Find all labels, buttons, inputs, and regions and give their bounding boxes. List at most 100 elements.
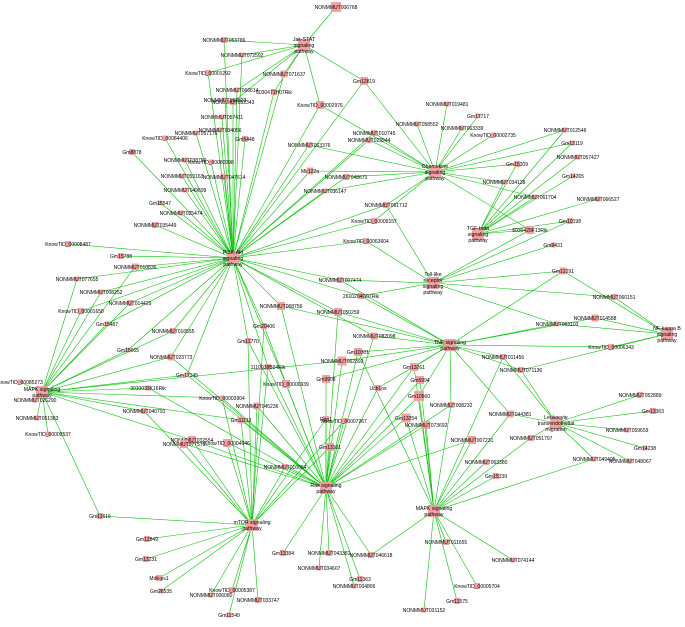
gene-node[interactable]: Gm17145 (176, 372, 198, 379)
gene-node[interactable]: NONMMUT014588 (574, 314, 617, 322)
gene-node[interactable]: KnowTID_00084406 (142, 135, 188, 142)
gene-node[interactable]: NONMMUT011456 (482, 354, 525, 361)
gene-node[interactable]: Gm11363 (349, 576, 371, 583)
gene-node[interactable]: NONMMUT066614 (216, 87, 259, 94)
gene-node[interactable]: KnowTID_00003904 (199, 395, 245, 402)
gene-node[interactable]: Gm12819 (353, 77, 375, 85)
gene-node[interactable]: NONMMUT071637 (263, 70, 306, 78)
gene-node[interactable]: NONMMUT006768 (315, 2, 358, 12)
gene-node[interactable]: KnowTID_00006343 (588, 344, 634, 351)
gene-node[interactable]: Mir122a (301, 167, 319, 175)
gene-node[interactable]: Gm13363 (642, 408, 664, 415)
gene-node[interactable]: 6030471H07Rik (256, 89, 292, 96)
gene-node[interactable]: NONMMUT063103 (536, 321, 579, 328)
gene-node[interactable]: NONMMUT045236 (236, 402, 279, 410)
gene-node[interactable]: NONMMUT007474 (319, 277, 362, 284)
gene-node[interactable]: Gm5448 (235, 136, 255, 143)
gene-node[interactable]: KnowTID_00002735 (470, 132, 516, 139)
gene-node[interactable]: NONMMUT048671 (325, 174, 368, 181)
gene-node[interactable]: Mdk-ps1 (149, 575, 169, 582)
gene-node[interactable]: Gm12849 (136, 536, 158, 543)
gene-node[interactable]: NONMMUT046618 (350, 552, 393, 559)
gene-node[interactable]: 6030429F13Rik (512, 226, 548, 234)
gene-node[interactable]: NONMMUT059659 (606, 427, 649, 434)
gene-node[interactable]: Gm10198 (559, 218, 581, 225)
gene-node[interactable]: Gm13231 (135, 556, 157, 563)
gene-node[interactable]: 2610204G07Rik (343, 293, 380, 300)
gene-node[interactable]: 1110038B04Rik (251, 364, 286, 371)
gene-node[interactable]: NONMMUT036147 (304, 188, 347, 195)
gene-node[interactable]: NONMMUT057411 (201, 114, 244, 121)
gene-node[interactable]: NONMMUT006080 (190, 592, 233, 599)
gene-node[interactable]: NONMMUT032554 (171, 436, 214, 444)
gene-node[interactable]: NONMMUT068756 (260, 302, 303, 310)
gene-node[interactable]: Gm13261 (403, 363, 425, 371)
gene-node[interactable]: NONMMUT053163 (161, 173, 204, 180)
gene-node[interactable]: NONMMUT043381 (308, 550, 351, 557)
gene-node[interactable]: Gm9908 (316, 375, 336, 383)
gene-node[interactable]: NONMMUT072592 (221, 52, 264, 59)
gene-node[interactable]: KnowTID_00005704 (454, 583, 500, 590)
gene-node[interactable]: NONMMUT062393 (321, 356, 364, 366)
gene-node[interactable]: KnowTID_00085273 (0, 379, 43, 386)
gene-node[interactable]: NONMMUT058552 (396, 121, 439, 128)
gene-node[interactable]: Gm14265 (562, 173, 584, 180)
gene-node[interactable]: Rpn1 (320, 416, 332, 423)
gene-node[interactable]: Gm11113 (231, 416, 252, 424)
gene-node[interactable]: NONMMUT074144 (492, 557, 535, 564)
gene-node[interactable]: 3010033K16Rik (130, 385, 166, 392)
gene-node[interactable]: NONMMUT077575 (163, 440, 206, 448)
gene-node[interactable]: Gm13384 (272, 550, 294, 557)
gene-node[interactable]: Gm11770 (237, 338, 259, 345)
gene-node[interactable]: NONMMUT016555 (152, 328, 195, 335)
gene-node[interactable]: NONMMUT031152 (403, 607, 446, 614)
gene-node[interactable]: Gm15788 (110, 253, 132, 260)
gene-node[interactable]: NONMMUT016064 (264, 464, 307, 471)
gene-node[interactable]: NONMMUT082098 (353, 332, 396, 340)
gene-node[interactable]: Gm10560 (408, 391, 430, 401)
gene-node[interactable]: NONMMUT023773 (150, 353, 193, 361)
gene-node[interactable]: Gm5994 (410, 376, 430, 384)
gene-node[interactable]: KnowTID_00001650 (58, 308, 104, 315)
gene-node[interactable]: Gm11616 (89, 513, 111, 520)
gene-node[interactable]: KnowTID_00002976 (297, 101, 343, 109)
gene-node[interactable]: NONMMUT052889 (619, 392, 662, 399)
gene-node[interactable]: NONMMUT033747 (237, 597, 280, 604)
gene-node[interactable]: NONMMUT040791 (123, 408, 166, 415)
gene-node[interactable]: NONMMUT049405 (573, 456, 616, 463)
gene-node[interactable]: Gm11575 (446, 598, 468, 605)
gene-node[interactable]: Gm9431 (543, 242, 563, 249)
gene-node[interactable]: NONMMUT007231 (451, 436, 494, 444)
gene-node[interactable]: KnowTID_00005387 (209, 587, 255, 594)
gene-node[interactable]: NONMMUT010836 (114, 263, 157, 271)
gene-node[interactable]: KnowTID_00008487 (45, 241, 91, 248)
gene-node[interactable]: NONMMUT035449 (134, 222, 177, 229)
gene-node[interactable]: NONMMUT012546 (544, 127, 587, 134)
gene-node[interactable]: NONMMUT061704 (514, 194, 557, 201)
gene-node[interactable]: NONMMUT014429 (109, 300, 152, 307)
gene-node[interactable]: NONMMUT025474 (160, 210, 203, 217)
gene-node[interactable]: KnowTID_00001292 (185, 70, 231, 77)
gene-node[interactable]: KnowTID_00007267 (321, 418, 367, 425)
gene-node[interactable]: Gm17717 (467, 113, 489, 120)
gene-node[interactable]: NONMMUT019481 (426, 101, 469, 108)
gene-node[interactable]: Gm15487 (96, 321, 118, 328)
gene-node[interactable]: Gm13119 (561, 140, 583, 147)
gene-node[interactable]: NONMMUT034138 (483, 179, 526, 186)
gene-node[interactable]: NONMMUT023944 (348, 137, 391, 144)
gene-node[interactable]: Gm11549 (218, 612, 240, 619)
gene-node[interactable]: Gm14238 (634, 445, 656, 452)
gene-node[interactable]: KnowTID_00063604 (343, 238, 389, 245)
gene-node[interactable]: NONMMUT048067 (609, 458, 652, 465)
gene-node[interactable]: NONMMUT053833 (204, 97, 247, 104)
